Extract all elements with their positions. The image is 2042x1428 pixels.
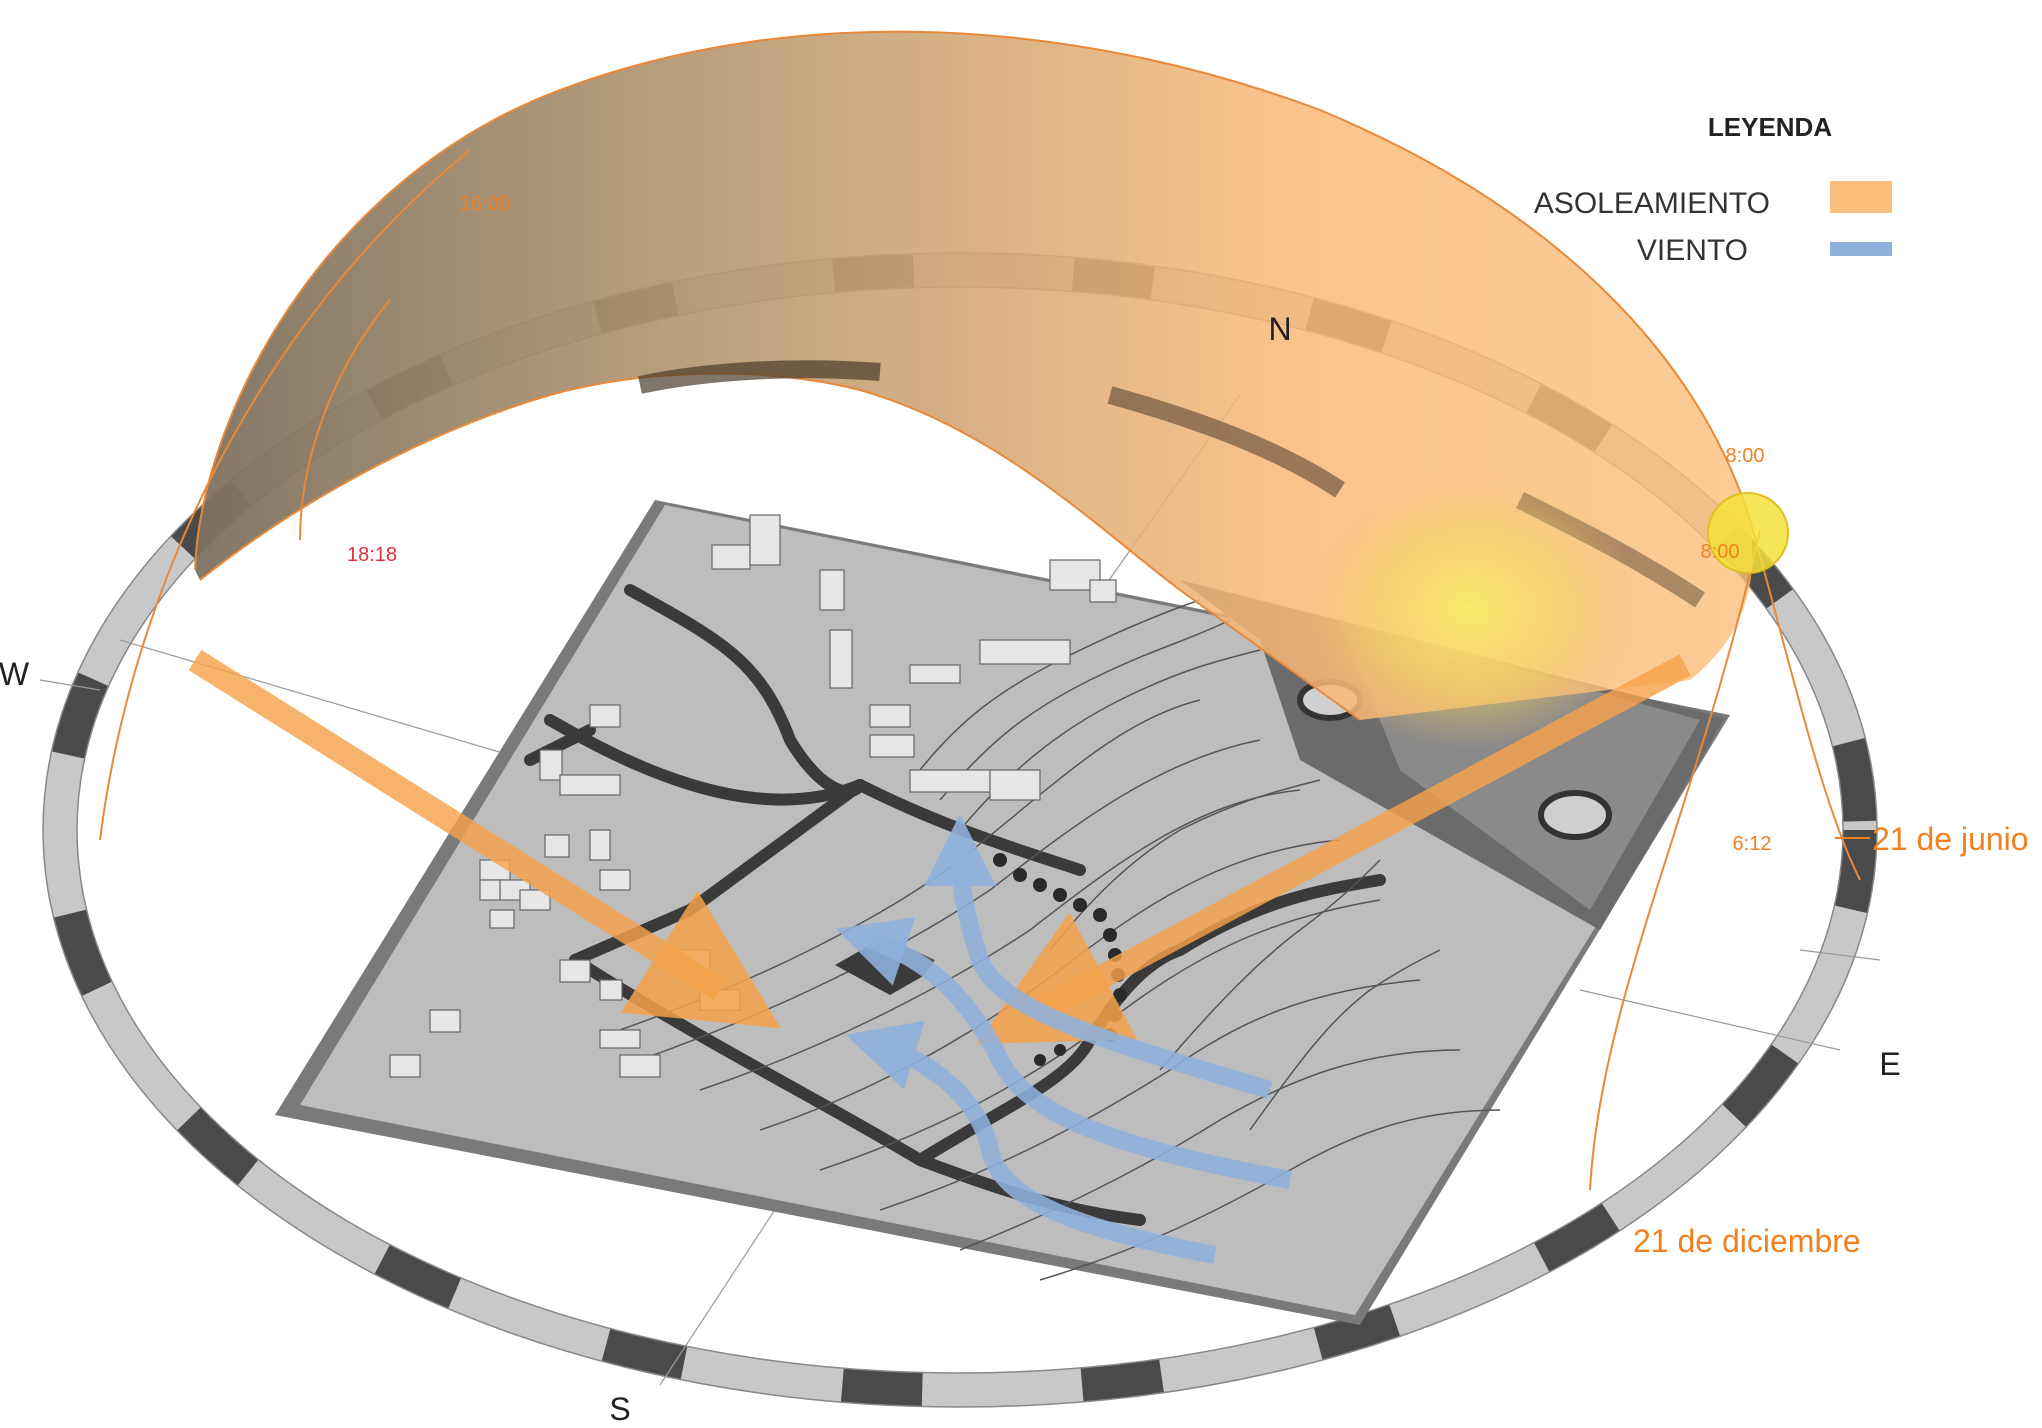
time-800-sun-label: 8:00 [1701,541,1740,563]
compass-labels: N S E W [0,311,1901,1427]
sun-path-vault [194,30,1753,750]
december-solstice-label: 21 de diciembre [1633,1223,1861,1259]
legend-swatch-sun [1830,181,1892,213]
time-612-label: 6:12 [1733,833,1772,855]
time-labels: 16:00 18:18 8:00 8:00 6:12 [347,193,1772,855]
south-label: S [609,1391,630,1427]
sun-daily-paths [99,149,1861,1191]
time-1818-label: 18:18 [347,544,397,566]
north-label: N [1268,311,1291,347]
sun-rays [188,649,1691,1044]
legend-swatch-wind [1830,242,1892,256]
time-1600-label: 16:00 [460,193,510,215]
east-label: E [1879,1046,1900,1082]
legend-label-wind: VIENTO [1637,234,1748,267]
west-label: W [0,656,30,692]
wind-arrows [835,814,1292,1264]
legend: LEYENDA ASOLEAMIENTO VIENTO [1534,112,1892,267]
sun-icon [1707,492,1789,574]
wind-arrow-3 [845,1020,1217,1264]
june-solstice-label: 21 de junio [1872,821,2029,857]
sun-ray-west [188,649,781,1029]
date-labels: 21 de junio 21 de diciembre [1633,821,2029,1259]
legend-title: LEYENDA [1708,112,1832,142]
time-800-top-label: 8:00 [1726,445,1765,467]
wind-arrow-2 [835,917,1292,1189]
sun-ray-east [976,654,1691,1044]
legend-label-sun: ASOLEAMIENTO [1534,187,1770,220]
wind-arrow-1 [924,814,1273,1099]
